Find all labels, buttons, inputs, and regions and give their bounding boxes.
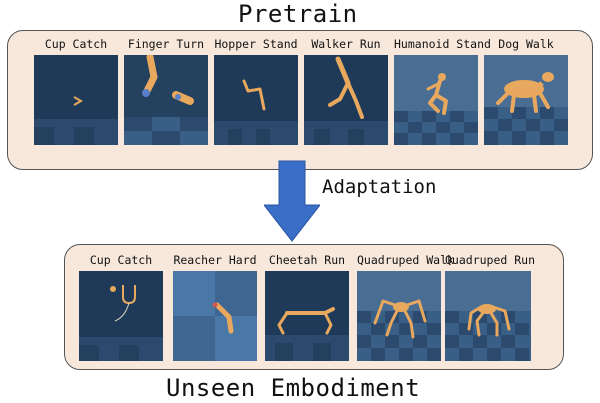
task-label: Cheetah Run — [268, 253, 346, 267]
adaptation-label: Adaptation — [322, 176, 437, 198]
task-label: Finger Turn — [127, 37, 205, 51]
adaptation-arrow-icon — [264, 160, 320, 242]
task-walker-run: Walker Run — [304, 37, 388, 165]
cup-catch-scene — [79, 271, 163, 361]
task-finger-turn: Finger Turn — [124, 37, 208, 165]
task-reacher-hard: Reacher Hard — [173, 253, 257, 367]
quadruped-walk-scene — [357, 271, 441, 361]
task-hopper-stand: Hopper Stand — [214, 37, 298, 165]
pretrain-panel: Cup Catch Finger Turn — [7, 30, 593, 170]
task-label: Dog Walk — [498, 37, 554, 51]
task-cheetah-run: Cheetah Run — [265, 253, 349, 367]
hopper-stand-scene — [214, 55, 298, 145]
cup-catch-scene — [34, 55, 118, 145]
dog-walk-scene — [484, 55, 568, 145]
unseen-embodiment-title: Unseen Embodiment — [166, 374, 421, 402]
task-label: Quadruped Walk — [357, 253, 454, 267]
task-label: Cup Catch — [89, 253, 153, 267]
task-cup-catch: Cup Catch — [79, 253, 163, 367]
task-label: Cup Catch — [44, 37, 108, 51]
task-cup-catch: Cup Catch — [34, 37, 118, 165]
quadruped-run-scene — [445, 271, 531, 361]
pretrain-title: Pretrain — [238, 0, 358, 28]
task-dog-walk: Dog Walk — [484, 37, 568, 165]
task-quadruped-run: Quadruped Run — [445, 253, 536, 367]
task-label: Hopper Stand — [214, 37, 298, 51]
task-label: Walker Run — [311, 37, 381, 51]
humanoid-stand-scene — [394, 55, 478, 145]
cheetah-run-scene — [265, 271, 349, 361]
task-label: Humanoid Stand — [394, 37, 491, 51]
task-quadruped-walk: Quadruped Walk — [357, 253, 454, 367]
task-humanoid-stand: Humanoid Stand — [394, 37, 491, 165]
task-label: Quadruped Run — [445, 253, 536, 267]
finger-turn-scene — [124, 55, 208, 145]
task-label: Reacher Hard — [173, 253, 257, 267]
unseen-panel: Cup Catch Reacher Hard Cheetah Ru — [64, 244, 564, 370]
walker-run-scene — [304, 55, 388, 145]
reacher-hard-scene — [173, 271, 257, 361]
